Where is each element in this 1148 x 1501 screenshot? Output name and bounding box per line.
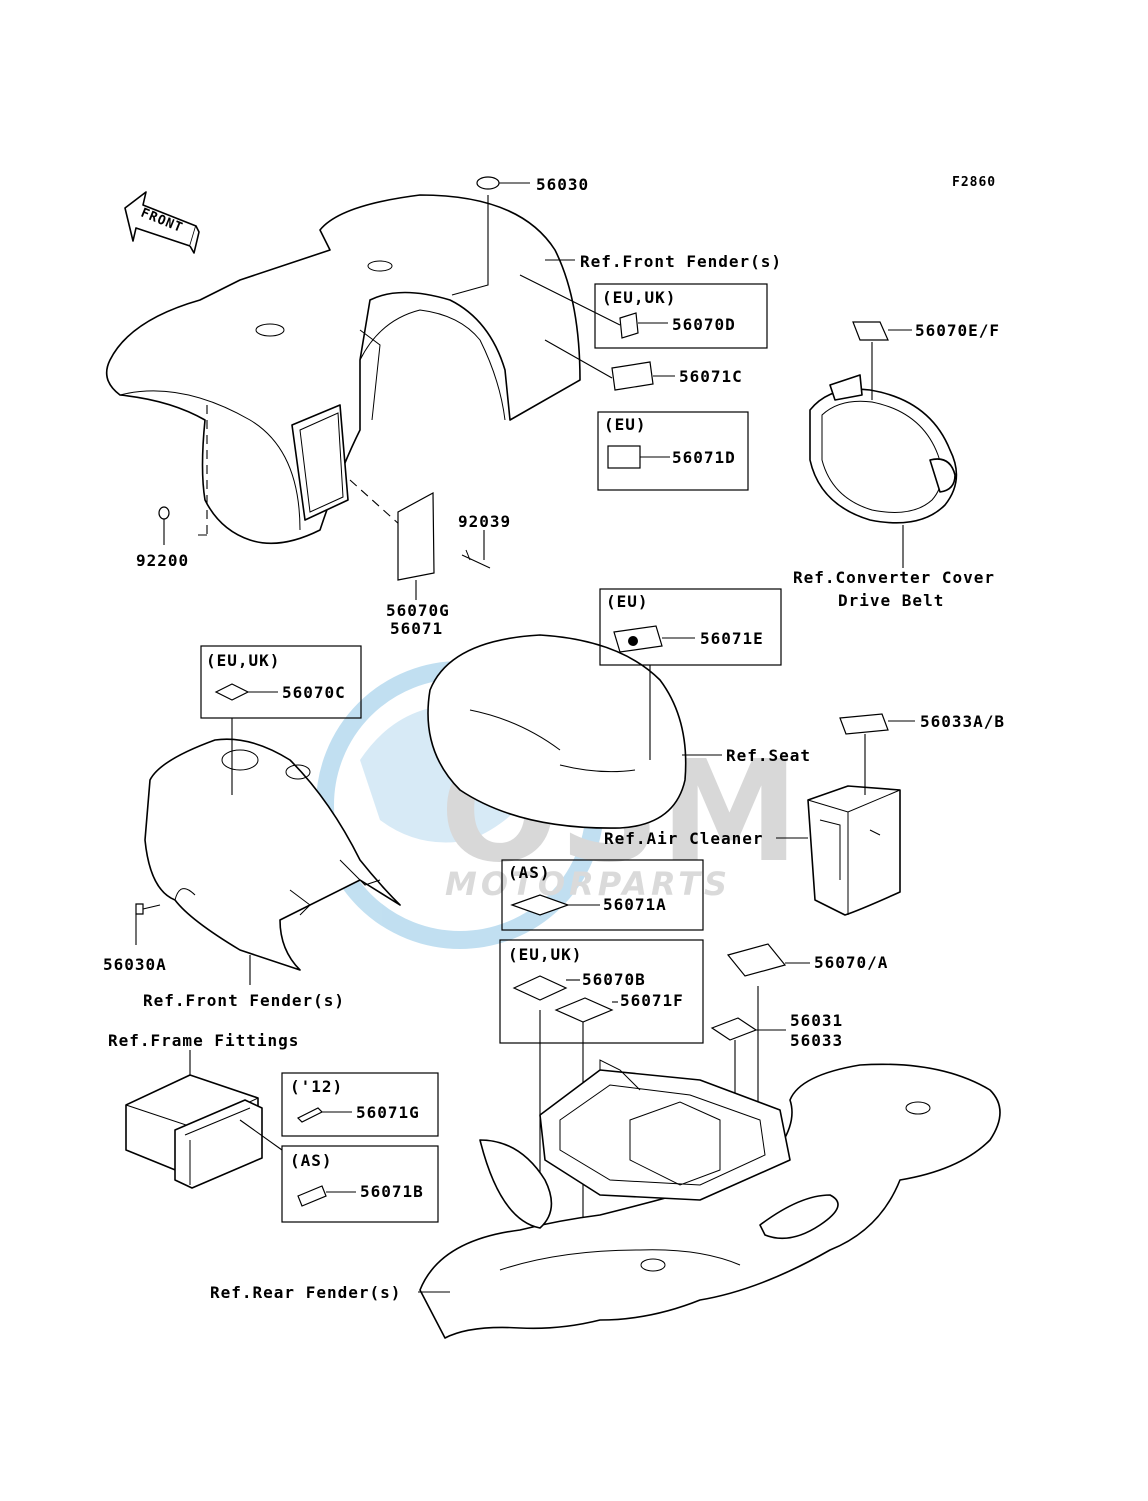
clip-56030A: [135, 903, 144, 915]
qualifier-box-56071B: [281, 1145, 439, 1223]
front-fender-top-part: [105, 194, 581, 545]
frame-fittings-part: [125, 1074, 263, 1189]
ref-drive-belt: Drive Belt: [838, 591, 944, 610]
label-56070G: 56070G: [386, 601, 450, 620]
label-56071F: 56071F: [620, 991, 684, 1010]
sticker-56070EF: [852, 321, 889, 341]
grommet-56030: [476, 176, 500, 190]
converter-cover-part: [809, 374, 958, 524]
sticker-56071C: [611, 361, 654, 391]
label-56071G: 56071G: [356, 1103, 420, 1122]
qualifier-box-56071E: [599, 588, 782, 666]
label-56071D: 56071D: [672, 448, 736, 467]
label-56031: 56031: [790, 1011, 843, 1030]
sticker-56033AB: [839, 713, 889, 735]
label-56030A: 56030A: [103, 955, 167, 974]
label-56070C: 56070C: [282, 683, 346, 702]
clip-92200: [158, 506, 170, 520]
seat-part: [427, 634, 687, 829]
qualifier-as-b: (AS): [290, 1151, 333, 1170]
air-cleaner-part: [807, 785, 901, 916]
sticker-56071B: [297, 1185, 327, 1207]
qualifier-box-56070D: [594, 283, 768, 349]
qualifier-eu-a: (EU): [604, 415, 647, 434]
label-56030: 56030: [536, 175, 589, 194]
ref-seat: Ref.Seat: [726, 746, 811, 765]
sticker-56070B: [512, 975, 568, 1001]
label-92200: 92200: [136, 551, 189, 570]
front-arrow-icon: FRONT: [124, 191, 200, 254]
label-92039: 92039: [458, 512, 511, 531]
qualifier-eu-b: (EU): [606, 592, 649, 611]
sticker-56070A: [726, 943, 787, 977]
label-56071A: 56071A: [603, 895, 667, 914]
qualifier-eu-uk-a: (EU,UK): [602, 288, 676, 307]
qualifier-box-56071G: [281, 1072, 439, 1137]
ref-converter-cover: Ref.Converter Cover: [793, 568, 995, 587]
sticker-56031: [710, 1017, 758, 1041]
sticker-56071G: [296, 1107, 324, 1123]
ref-rear-fender: Ref.Rear Fender(s): [210, 1283, 401, 1302]
sticker-56071D: [607, 445, 641, 469]
label-56070EF: 56070E/F: [915, 321, 1000, 340]
qualifier-box-56071D: [597, 411, 749, 491]
sticker-56071E-mark: [628, 636, 638, 646]
ref-air-cleaner: Ref.Air Cleaner: [604, 829, 764, 848]
label-56070A: 56070/A: [814, 953, 888, 972]
label-56071: 56071: [390, 619, 443, 638]
label-56071C: 56071C: [679, 367, 743, 386]
label-56071E: 56071E: [700, 629, 764, 648]
qualifier-box-56070C: [200, 645, 362, 719]
qualifier-eu-uk-b: (EU,UK): [206, 651, 280, 670]
ref-front-fender-top: Ref.Front Fender(s): [580, 252, 782, 271]
label-56033: 56033: [790, 1031, 843, 1050]
label-56033AB: 56033A/B: [920, 712, 1005, 731]
rear-fender-part: [419, 1059, 1001, 1339]
plate-56070G: [397, 491, 435, 581]
label-56071B: 56071B: [360, 1182, 424, 1201]
label-56070D: 56070D: [672, 315, 736, 334]
rivet-92039: [461, 549, 491, 569]
ref-front-fender-mid: Ref.Front Fender(s): [143, 991, 345, 1010]
qualifier-box-56070B: [499, 939, 704, 1044]
sticker-56070C: [214, 683, 250, 701]
sticker-56071F: [554, 997, 614, 1023]
ref-frame-fittings: Ref.Frame Fittings: [108, 1031, 299, 1050]
front-fender-mid-part: [144, 738, 401, 971]
qualifier-12: ('12): [290, 1077, 343, 1096]
qualifier-eu-uk-c: (EU,UK): [508, 945, 582, 964]
qualifier-as-a: (AS): [508, 863, 551, 882]
figure-code: F2860: [952, 175, 996, 190]
sticker-56070D: [619, 312, 639, 339]
watermark-sub: MOTORPARTS: [445, 865, 731, 903]
qualifier-box-56071A: [501, 859, 704, 931]
label-56070B: 56070B: [582, 970, 646, 989]
sticker-56071E: [613, 625, 663, 653]
